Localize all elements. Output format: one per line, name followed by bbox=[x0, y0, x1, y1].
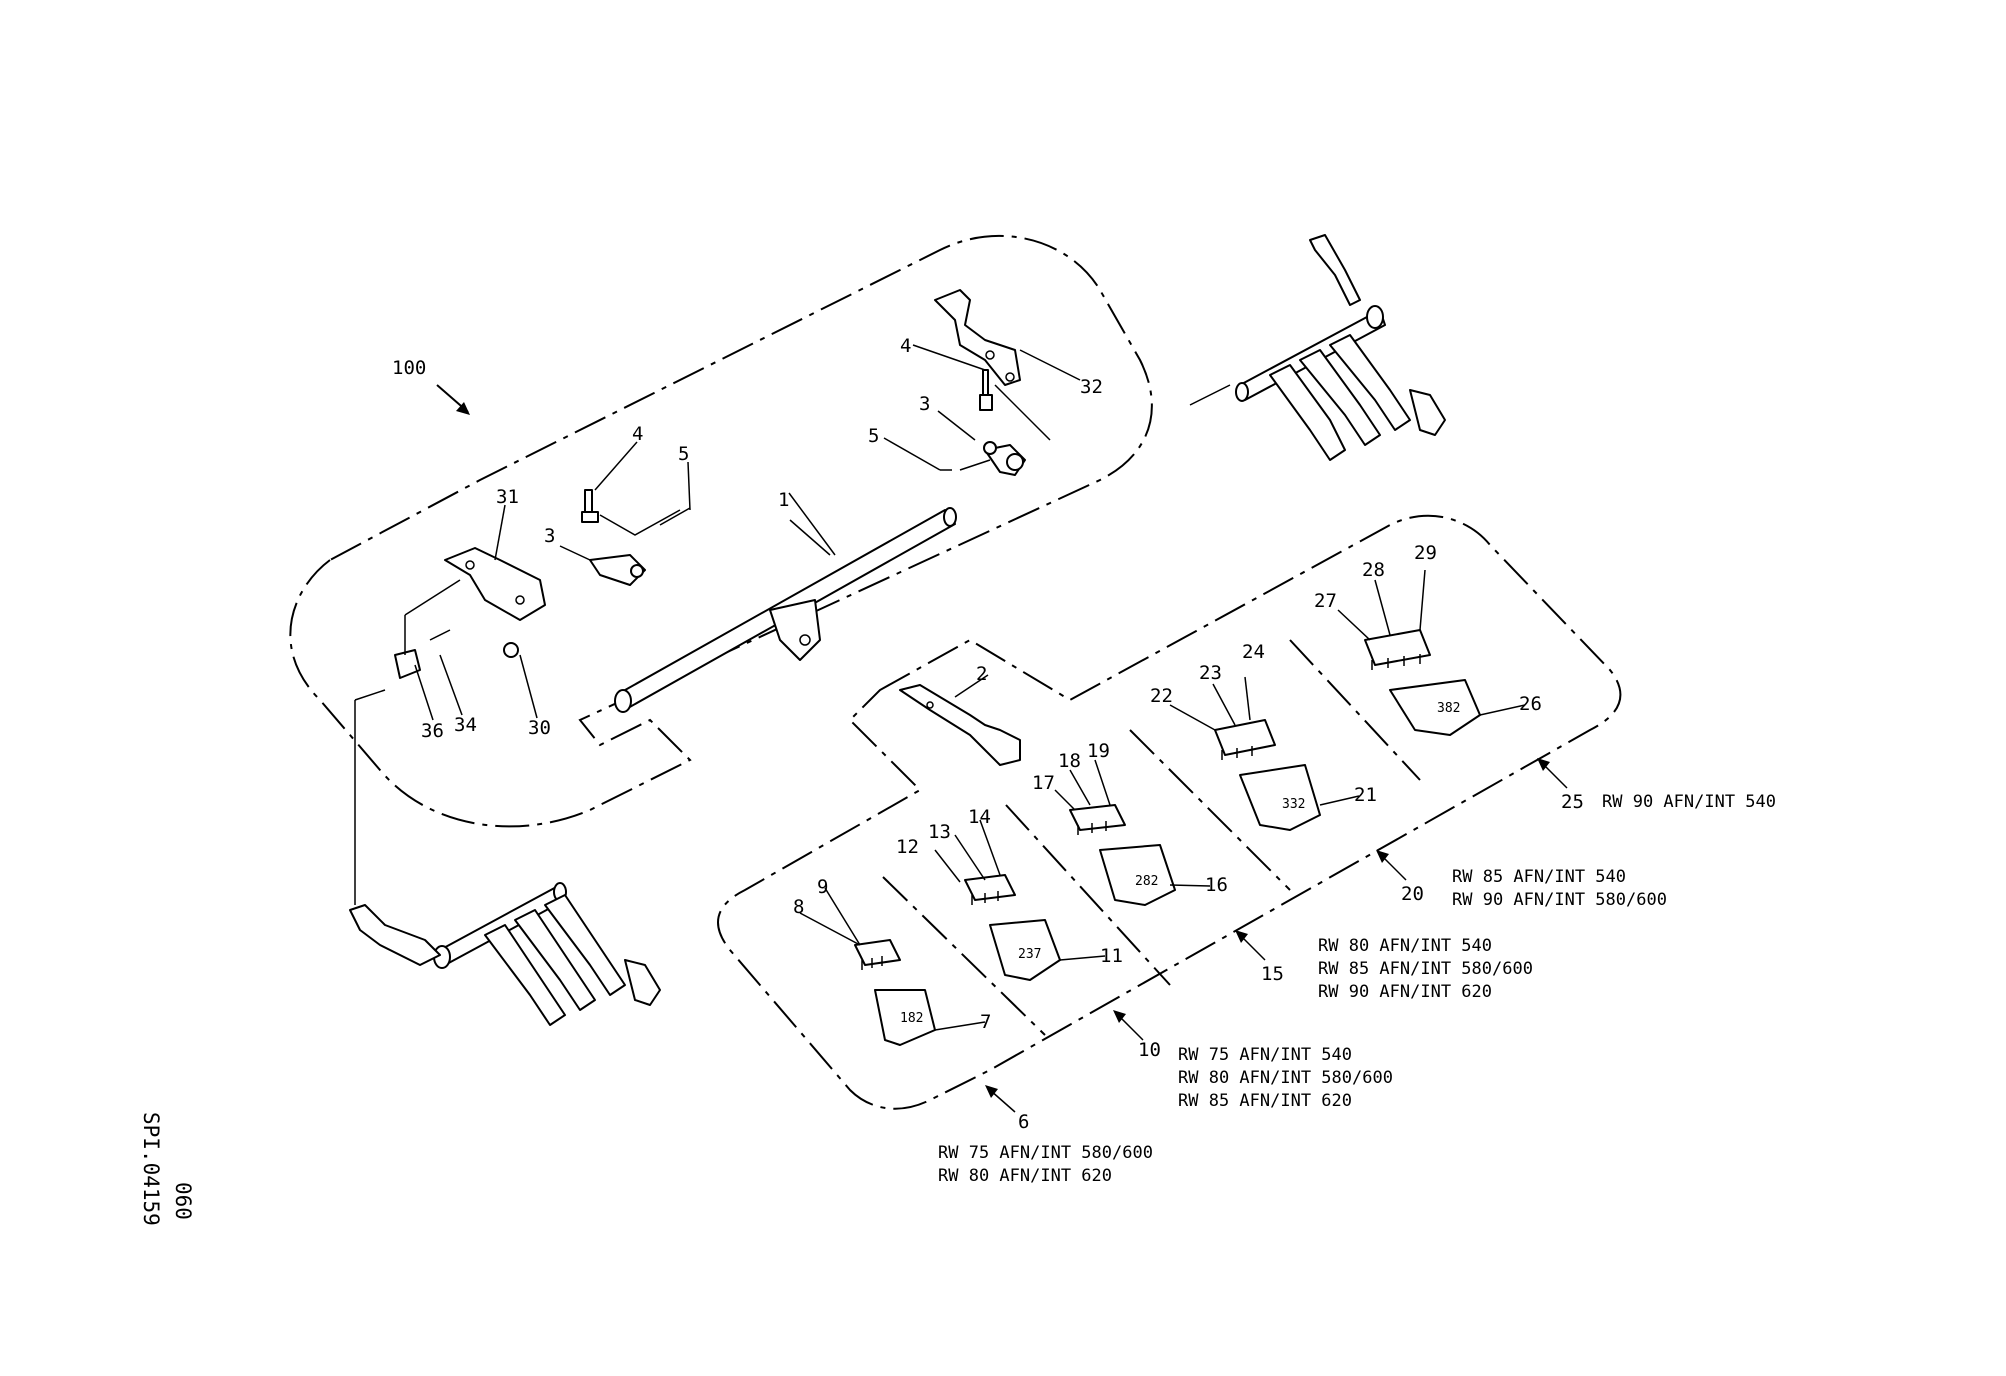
callout-13: 13 bbox=[928, 821, 951, 843]
callout-18: 18 bbox=[1058, 750, 1081, 772]
callout-100: 100 bbox=[392, 357, 426, 379]
callout-27: 27 bbox=[1314, 590, 1337, 612]
note-10: RW 75 AFN/INT 540 RW 80 AFN/INT 580/600 … bbox=[1178, 1045, 1393, 1111]
callout-36: 36 bbox=[421, 720, 444, 742]
callout-6: 6 bbox=[1018, 1111, 1029, 1133]
plate-set-182: 182 bbox=[854, 939, 936, 1046]
callout-23: 23 bbox=[1199, 662, 1222, 684]
callout-2: 2 bbox=[976, 663, 987, 685]
callout-3-left: 3 bbox=[544, 525, 555, 547]
callout-20: 20 bbox=[1401, 883, 1424, 905]
note-20-line-1: RW 85 AFN/INT 540 bbox=[1452, 867, 1626, 887]
callout-22: 22 bbox=[1150, 685, 1173, 707]
note-10-line-2: RW 80 AFN/INT 580/600 bbox=[1178, 1068, 1393, 1088]
shoe-assembly-top bbox=[1189, 234, 1446, 461]
plate-332: 332 bbox=[1282, 797, 1305, 812]
note-10-line-3: RW 85 AFN/INT 620 bbox=[1178, 1091, 1352, 1111]
shaft-1 bbox=[614, 507, 957, 713]
note-15-line-1: RW 80 AFN/INT 540 bbox=[1318, 936, 1492, 956]
callout-3-right: 3 bbox=[919, 393, 930, 415]
note-15: RW 80 AFN/INT 540 RW 85 AFN/INT 580/600 … bbox=[1318, 936, 1533, 1002]
lever-2 bbox=[899, 684, 1021, 766]
callout-29: 29 bbox=[1414, 542, 1437, 564]
plate-set-382: 382 bbox=[1364, 629, 1481, 736]
callout-25: 25 bbox=[1561, 791, 1584, 813]
lever-3-left bbox=[581, 489, 691, 586]
callout-5-right: 5 bbox=[868, 425, 879, 447]
callout-4-right: 4 bbox=[900, 335, 911, 357]
callout-11: 11 bbox=[1100, 945, 1123, 967]
callout-28: 28 bbox=[1362, 559, 1385, 581]
callout-12: 12 bbox=[896, 836, 919, 858]
note-6-line-1: RW 75 AFN/INT 580/600 bbox=[938, 1143, 1153, 1163]
plate-237: 237 bbox=[1018, 947, 1041, 962]
callout-15: 15 bbox=[1261, 963, 1284, 985]
callout-4-left: 4 bbox=[632, 423, 643, 445]
callout-1: 1 bbox=[778, 489, 789, 511]
plate-282: 282 bbox=[1135, 874, 1158, 889]
bracket-31 bbox=[394, 547, 546, 679]
callout-24: 24 bbox=[1242, 641, 1265, 663]
note-10-line-1: RW 75 AFN/INT 540 bbox=[1178, 1045, 1352, 1065]
drawing-ref-top: SPI.04159 bbox=[139, 1112, 163, 1226]
callout-17: 17 bbox=[1032, 772, 1055, 794]
note-6-line-2: RW 80 AFN/INT 620 bbox=[938, 1166, 1112, 1186]
plate-182: 182 bbox=[900, 1011, 923, 1026]
callout-5-left: 5 bbox=[678, 443, 689, 465]
note-25: RW 90 AFN/INT 540 bbox=[1602, 792, 1776, 812]
assembly-outline bbox=[289, 234, 1153, 828]
callout-14: 14 bbox=[968, 806, 991, 828]
bracket-32 bbox=[934, 289, 1051, 476]
callout-32: 32 bbox=[1080, 376, 1103, 398]
plate-set-282: 282 bbox=[1069, 804, 1176, 906]
callout-10: 10 bbox=[1138, 1039, 1161, 1061]
callout-21: 21 bbox=[1354, 784, 1377, 806]
drawing-ref-bottom: 060 bbox=[171, 1182, 195, 1220]
callout-26: 26 bbox=[1519, 693, 1542, 715]
note-6: RW 75 AFN/INT 580/600 RW 80 AFN/INT 620 bbox=[938, 1143, 1153, 1186]
plate-382: 382 bbox=[1437, 701, 1460, 716]
note-25-line-1: RW 90 AFN/INT 540 bbox=[1602, 792, 1776, 812]
callout-7: 7 bbox=[980, 1011, 991, 1033]
shoe-assembly-bottom bbox=[349, 689, 661, 1026]
callout-19: 19 bbox=[1087, 740, 1110, 762]
plate-set-237: 237 bbox=[964, 874, 1061, 981]
callout-16: 16 bbox=[1205, 874, 1228, 896]
callout-9: 9 bbox=[817, 876, 828, 898]
callout-31: 31 bbox=[496, 486, 519, 508]
plate-set-332: 332 bbox=[1214, 719, 1321, 831]
callout-8: 8 bbox=[793, 896, 804, 918]
callout-30: 30 bbox=[528, 717, 551, 739]
note-15-line-2: RW 85 AFN/INT 580/600 bbox=[1318, 959, 1533, 979]
note-15-line-3: RW 90 AFN/INT 620 bbox=[1318, 982, 1492, 1002]
callout-34: 34 bbox=[454, 714, 477, 736]
kit-outline bbox=[717, 514, 1622, 1110]
note-20: RW 85 AFN/INT 540 RW 90 AFN/INT 580/600 bbox=[1452, 867, 1667, 910]
note-20-line-2: RW 90 AFN/INT 580/600 bbox=[1452, 890, 1667, 910]
arrowhead-100 bbox=[456, 402, 470, 415]
